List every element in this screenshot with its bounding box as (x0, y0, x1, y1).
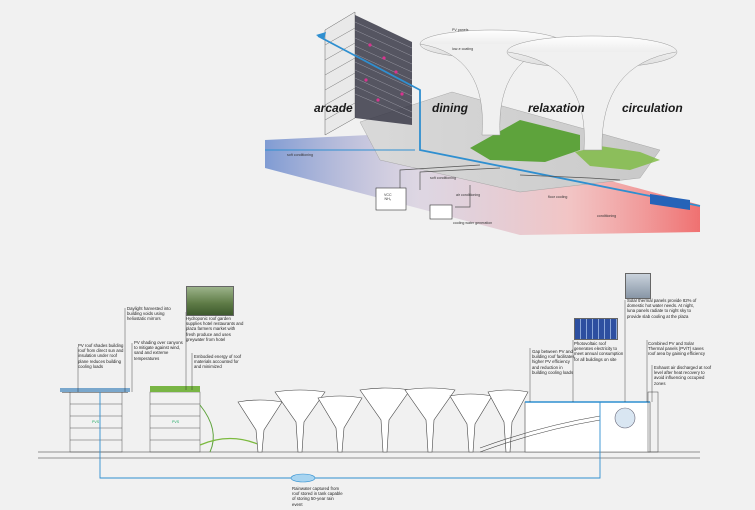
ground-line (38, 451, 700, 459)
vcc-line1: VCC (384, 193, 392, 197)
green-lawn-2 (575, 146, 660, 170)
note-pv-roof-shades: PV roof shades building roof from direct… (78, 343, 124, 369)
annotation-leaders (77, 300, 653, 402)
zone-label-arcade: arcade (314, 101, 353, 115)
right-tower-outline (647, 391, 659, 453)
note-exhaust-air: Exhaust air discharged at roof level aft… (654, 365, 712, 386)
note-rainwater: Rainwater captured from roof stored in t… (292, 486, 343, 507)
pv-roof-left (60, 388, 130, 392)
vcc-line2: NH₃ (384, 197, 392, 202)
note-pv-shading-canyons: PV shading over canyons to mitigate agai… (134, 340, 183, 361)
duct-lines (399, 164, 621, 208)
cooling-water-box (429, 204, 453, 220)
green-lawn (470, 120, 580, 162)
note-combined-pvt: Combined PV and Solar Thermal panels (PV… (648, 341, 706, 357)
zone-label-relaxation: relaxation (528, 101, 585, 115)
arcade-building (324, 11, 356, 136)
callout-soft-conditioning: soft conditioning (287, 153, 313, 157)
callout-pv-panels: PV panels (452, 28, 469, 32)
note-photovoltaic-roof: Photovoltaic roof generates electricity … (574, 341, 624, 362)
solar-thermal-photo (625, 273, 651, 299)
callout-vcc: VCC NH₃ (384, 193, 392, 202)
note-gap-pv: Gap between PV and building roof facilit… (532, 349, 575, 375)
rainwater-pipe (99, 392, 601, 479)
callout-floor-cooling: floor cooling (548, 195, 568, 199)
note-solar-thermal: Solar thermal panels provide 82% of dome… (627, 298, 697, 319)
vcc-box (375, 187, 407, 211)
parasol-canopies (237, 387, 529, 453)
hydroponic-roof-garden (150, 386, 200, 392)
solar-panel-photo (574, 318, 618, 340)
blue-outlet (650, 194, 690, 210)
small-label-pvs-2: PVS (92, 420, 100, 424)
callout-air-conditioning: air conditioning (456, 193, 481, 197)
canopy-trumpet-2 (506, 35, 678, 151)
callout-soft-conditioning-2: soft conditioning (430, 176, 456, 180)
air-flow-lines (265, 35, 701, 207)
callout-cooling-water: cooling water generation (453, 221, 493, 225)
zone-label-dining: dining (432, 101, 468, 115)
note-hydroponic: Hydroponic roof garden supplies hotel re… (186, 316, 244, 342)
rain-tank (290, 473, 316, 483)
zone-label-circulation: circulation (622, 101, 683, 115)
note-embodied-energy: Embodied energy of roof materials accoun… (194, 354, 242, 370)
small-label-pvs-1: PVS (172, 420, 180, 424)
callout-low-e: low-e coating (452, 47, 474, 51)
note-daylight: Daylight harvested into building voids u… (127, 306, 171, 322)
arrow-left (316, 32, 326, 40)
callout-conditioning: conditioning (597, 214, 617, 218)
hydroponic-photo (186, 286, 234, 316)
landscape-mound (199, 437, 261, 446)
right-building (479, 401, 651, 453)
